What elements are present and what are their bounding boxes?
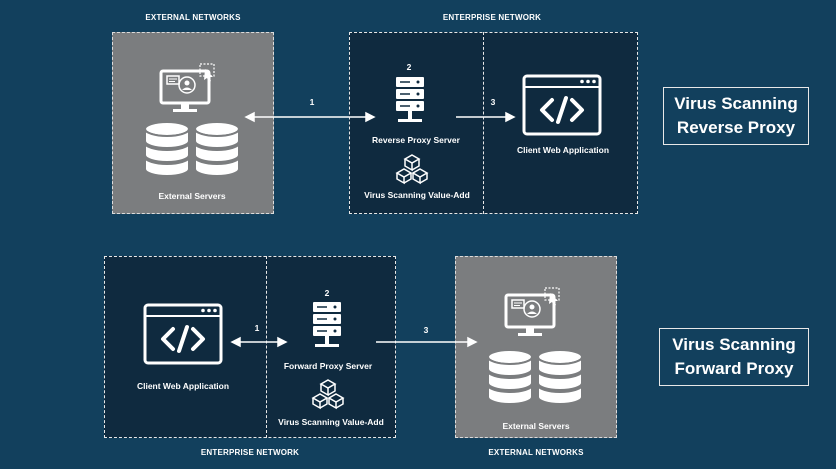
monitor-user-icon — [159, 63, 215, 112]
reverse-title-line1: Virus Scanning — [674, 94, 798, 113]
external-networks-label-top: EXTERNAL NETWORKS — [145, 13, 241, 22]
step-3-label-bottom: 3 — [423, 325, 429, 335]
step-2-label-bottom: 2 — [324, 288, 330, 298]
server-stack-icon-top — [396, 77, 424, 122]
enterprise-divider-bottom — [266, 256, 267, 438]
cubes-icon-top — [395, 154, 429, 185]
value-add-caption-bottom: Virus Scanning Value-Add — [278, 417, 384, 427]
cubes-icon-bottom — [311, 379, 345, 410]
enterprise-divider-top — [483, 32, 484, 214]
enterprise-network-label-bottom: ENTERPRISE NETWORK — [200, 448, 300, 457]
external-servers-box-top: External Servers — [112, 32, 274, 214]
forward-title-line1: Virus Scanning — [672, 335, 796, 354]
reverse-title-line2: Reverse Proxy — [676, 118, 796, 137]
code-window-icon-bottom — [143, 303, 223, 365]
code-window-icon-top — [522, 74, 602, 136]
database-icon-pair — [144, 121, 240, 177]
external-servers-caption-top: External Servers — [158, 191, 226, 201]
database-icon-pair-bottom — [487, 349, 583, 405]
step-2-label-top: 2 — [406, 62, 412, 72]
step-3-label-top: 3 — [490, 97, 496, 107]
step-1-label-bottom: 1 — [254, 323, 260, 333]
step-1-label-top: 1 — [309, 97, 315, 107]
value-add-caption-top: Virus Scanning Value-Add — [364, 190, 470, 200]
external-servers-box-bottom: External Servers — [455, 256, 617, 438]
enterprise-network-box-top — [349, 32, 638, 214]
forward-title-line2: Forward Proxy — [674, 359, 794, 378]
external-networks-label-bottom: EXTERNAL NETWORKS — [488, 448, 584, 457]
external-servers-caption-bottom: External Servers — [502, 421, 570, 431]
server-stack-icon-bottom — [313, 302, 341, 347]
reverse-proxy-title-box: Virus Scanning Reverse Proxy — [663, 87, 809, 145]
reverse-proxy-caption: Reverse Proxy Server — [372, 135, 460, 145]
client-app-caption-top: Client Web Application — [516, 145, 610, 155]
client-app-caption-bottom: Client Web Application — [136, 381, 230, 391]
monitor-user-icon-bottom — [504, 287, 560, 336]
forward-proxy-title-box: Virus Scanning Forward Proxy — [659, 328, 809, 386]
enterprise-network-box-bottom — [104, 256, 396, 438]
enterprise-network-label-top: ENTERPRISE NETWORK — [442, 13, 542, 22]
forward-proxy-caption: Forward Proxy Server — [283, 361, 373, 371]
